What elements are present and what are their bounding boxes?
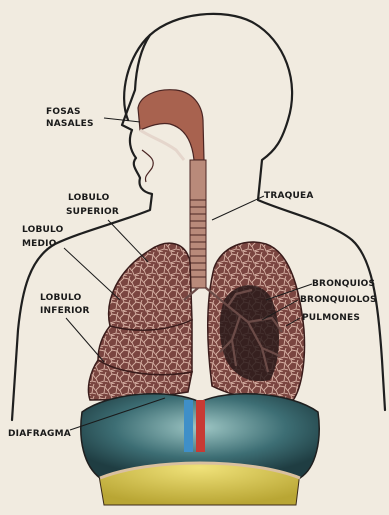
label-bronquiolos: BRONQUIOLOS	[300, 295, 377, 305]
label-nasales: NASALES	[46, 119, 94, 129]
label-lobulo-superior-2: SUPERIOR	[66, 207, 119, 217]
mouth	[142, 150, 153, 182]
label-traquea: TRAQUEA	[264, 191, 314, 201]
lung-viewer-left	[88, 243, 192, 400]
label-pulmones: PULMONES	[302, 313, 360, 323]
label-fosas: FOSAS	[46, 107, 81, 117]
label-bronquios: BRONQUIOS	[312, 279, 375, 289]
label-diafragma: DIAFRAGMA	[8, 429, 71, 439]
trachea	[190, 160, 206, 288]
lobe-superior	[109, 243, 192, 330]
label-lobulo-inferior-2: INFERIOR	[40, 306, 90, 316]
label-lobulo-medio-2: MEDIO	[22, 239, 57, 249]
aorta	[196, 400, 205, 452]
label-lobulo-inferior-1: LOBULO	[40, 293, 82, 303]
nasal-cavity	[138, 90, 204, 160]
label-lobulo-superior-1: LOBULO	[68, 193, 110, 203]
label-lobulo-medio-1: LOBULO	[22, 225, 64, 235]
vena-cava	[184, 400, 193, 452]
